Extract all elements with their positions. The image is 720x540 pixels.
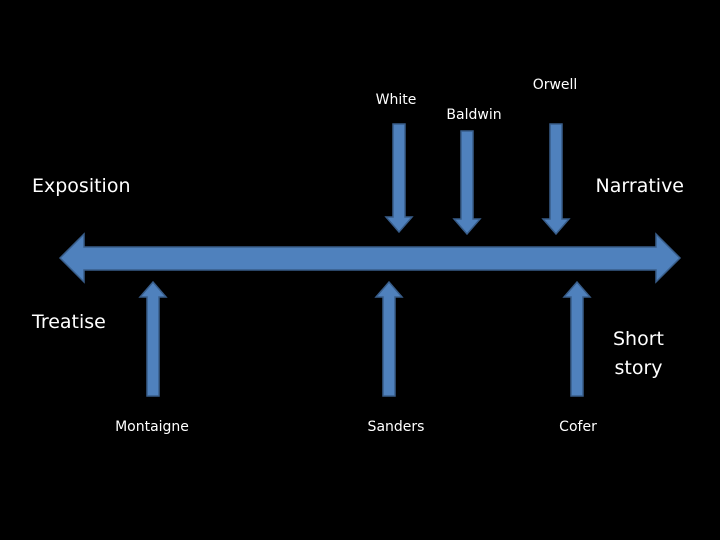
label-narrative: Narrative xyxy=(595,175,684,197)
label-short-story-line1: Short xyxy=(613,328,664,350)
author-label-montaigne: Montaigne xyxy=(115,419,189,435)
author-label-orwell: Orwell xyxy=(532,77,578,93)
label-short-story-line2: story xyxy=(614,356,663,379)
spectrum-double-arrow xyxy=(58,232,682,284)
arrow-up-montaigne xyxy=(138,280,168,397)
author-label-cofer: Cofer xyxy=(559,419,597,435)
arrow-up-sanders xyxy=(374,280,404,397)
arrow-down-orwell xyxy=(541,123,571,236)
arrow-down-white xyxy=(384,123,414,234)
author-label-sanders: Sanders xyxy=(367,419,425,435)
arrow-up-cofer xyxy=(562,280,592,397)
label-exposition: Exposition xyxy=(32,175,131,197)
label-short-story: Short story xyxy=(613,325,664,382)
arrow-down-baldwin xyxy=(452,130,482,236)
author-label-baldwin: Baldwin xyxy=(446,107,502,123)
label-treatise: Treatise xyxy=(32,311,106,333)
author-label-white: White xyxy=(375,92,417,108)
